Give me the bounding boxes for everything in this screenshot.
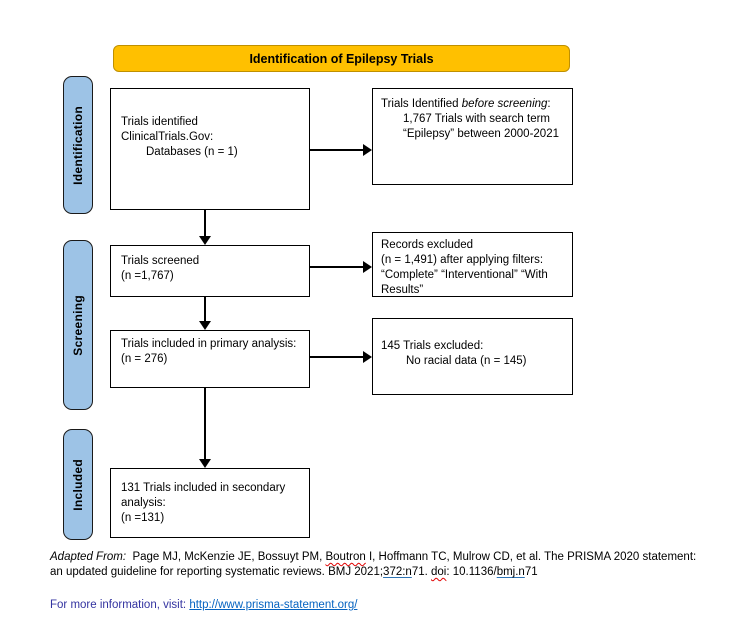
box-trials-excluded-line1: 145 Trials excluded: xyxy=(381,340,484,352)
stage-label-identification: Identification xyxy=(71,105,85,185)
box-trials-screened-line1: Trials screened xyxy=(121,255,200,267)
arrow-right-primary-to-excluded-head xyxy=(363,351,372,363)
box-secondary-analysis: 131 Trials included in secondary analysi… xyxy=(110,468,310,538)
box-trials-identified-databases: Databases (n = 1) xyxy=(146,146,238,158)
info-line: For more information, visit: http://www.… xyxy=(50,599,357,611)
arrow-down-identified-to-screened-line xyxy=(204,210,206,237)
title-banner-text: Identification of Epilepsy Trials xyxy=(249,51,434,66)
box-trials-excluded-reason: No racial data (n = 145) xyxy=(406,355,527,367)
box-trials-identified-line1: Trials identified xyxy=(121,116,198,128)
stage-label-included: Included xyxy=(71,458,85,511)
citation-boutron-spellcheck: Boutron xyxy=(325,551,366,563)
prisma-statement-link[interactable]: http://www.prisma-statement.org/ xyxy=(189,599,358,611)
box-records-excluded-line1: Records excluded xyxy=(381,239,474,251)
arrow-right-screened-to-records-line xyxy=(310,266,363,268)
box-primary-analysis-line1: Trials included in primary analysis: xyxy=(121,338,297,350)
citation-part1: Page MJ, McKenzie JE, Bossuyt PM, xyxy=(126,551,326,563)
box-records-excluded-line3: “Complete” “Interventional” “With Result… xyxy=(381,269,548,296)
box-before-screening: Trials Identified before screening: 1,76… xyxy=(372,88,573,185)
arrow-right-identified-to-before-head xyxy=(363,144,372,156)
stage-tab-identification: Identification xyxy=(63,76,93,214)
before-screening-suffix: : xyxy=(547,98,551,110)
arrow-down-identified-to-screened-head xyxy=(199,236,211,245)
arrow-down-screened-to-primary-head xyxy=(199,321,211,330)
info-label: For more information, visit: xyxy=(50,599,190,611)
box-before-screening-body: 1,767 Trials with search term “Epilepsy”… xyxy=(403,113,559,140)
citation-link-bmjn[interactable]: bmj.n xyxy=(496,566,525,578)
citation-part5: 71 xyxy=(524,566,538,578)
citation-link-372n[interactable]: 372:n xyxy=(383,566,412,578)
arrow-down-primary-to-secondary-line xyxy=(204,388,206,459)
box-records-excluded-line2: (n = 1,491) after applying filters: xyxy=(381,254,544,266)
box-before-screening-heading: Trials Identified before screening: xyxy=(381,97,566,112)
before-screening-prefix: Trials Identified xyxy=(381,98,462,110)
arrow-right-primary-to-excluded-line xyxy=(310,356,363,358)
before-screening-italic: before screening xyxy=(461,98,548,110)
stage-tab-included: Included xyxy=(63,429,93,540)
stage-tab-screening: Screening xyxy=(63,240,93,410)
box-trials-identified: Trials identified ClinicalTrials.Gov: Da… xyxy=(110,88,310,210)
box-trials-excluded: 145 Trials excluded: No racial data (n =… xyxy=(372,318,573,395)
box-primary-analysis: Trials included in primary analysis: (n … xyxy=(110,330,310,388)
arrow-right-identified-to-before-line xyxy=(310,149,363,151)
citation-part2: I, Hoffmann TC, Mulrow CD, et al. The PR… xyxy=(50,551,700,578)
box-primary-analysis-count: (n = 276) xyxy=(121,353,168,365)
box-secondary-analysis-count: (n =131) xyxy=(121,512,165,524)
citation-doi-spellcheck: doi xyxy=(431,566,447,578)
box-secondary-analysis-line1: 131 Trials included in secondary analysi… xyxy=(121,482,286,509)
title-banner: Identification of Epilepsy Trials xyxy=(113,45,570,72)
arrow-down-primary-to-secondary-head xyxy=(199,459,211,468)
citation: Adapted From: Page MJ, McKenzie JE, Boss… xyxy=(50,550,710,580)
box-records-excluded: Records excluded (n = 1,491) after apply… xyxy=(372,232,573,297)
arrow-down-screened-to-primary-line xyxy=(204,297,206,321)
citation-adapted-from: Adapted From: xyxy=(50,551,127,563)
arrow-right-screened-to-records-head xyxy=(363,261,372,273)
box-trials-screened-count: (n =1,767) xyxy=(121,270,174,282)
box-trials-screened: Trials screened (n =1,767) xyxy=(110,245,310,297)
citation-part4: : 10.1136/ xyxy=(446,566,497,578)
citation-part3: 71. xyxy=(411,566,432,578)
box-trials-identified-line2: ClinicalTrials.Gov: xyxy=(121,131,214,143)
stage-label-screening: Screening xyxy=(71,294,85,356)
